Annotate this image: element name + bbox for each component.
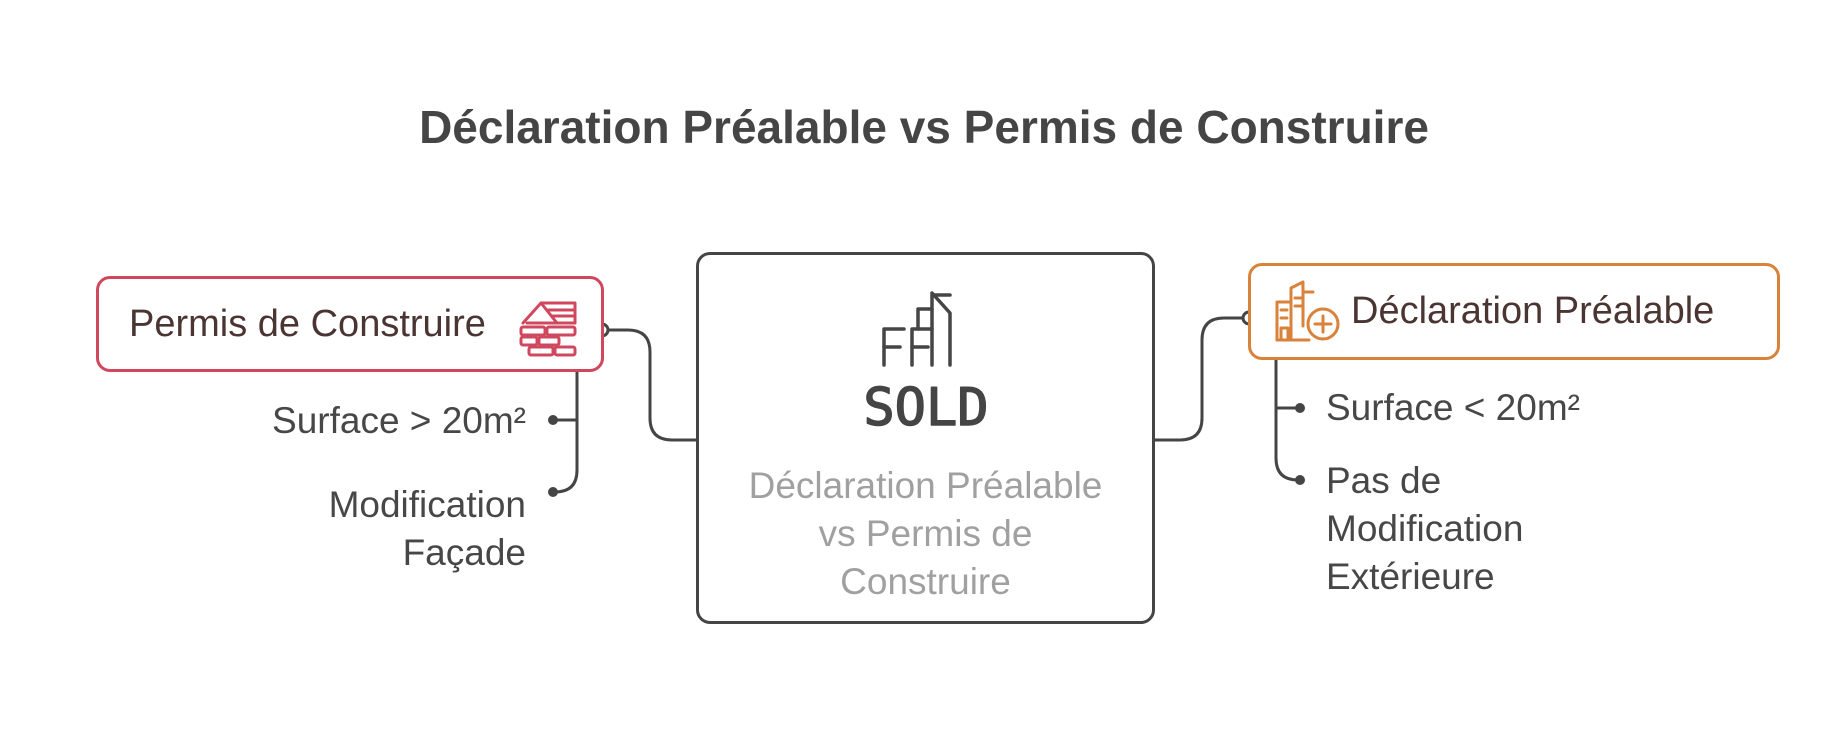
right-item-bullet	[1295, 475, 1305, 485]
left-item-surface: Surface > 20m²	[272, 400, 526, 441]
sold-building-icon: SOLD	[863, 291, 989, 435]
right-item-pas-de-modification: Pas de Modification Extérieure	[1326, 460, 1524, 597]
right-connector	[1155, 316, 1248, 442]
sold-icon-text: SOLD	[863, 378, 988, 435]
left-items-trunk	[552, 372, 579, 494]
left-item-modification-facade: Modification Façade	[328, 484, 526, 573]
permis-de-construire-box: Permis de Construire	[96, 276, 604, 372]
center-comparison-box: SOLD Déclaration Préalable vs Permis de …	[696, 252, 1155, 624]
right-items-trunk	[1274, 360, 1300, 482]
permis-de-construire-label: Permis de Construire	[129, 303, 486, 345]
left-connector	[602, 328, 696, 442]
center-comparison-text: Déclaration Préalable vs Permis de Const…	[748, 465, 1103, 602]
left-item-bullet	[548, 487, 558, 497]
right-item-bullet	[1295, 403, 1305, 413]
diagram-title: Déclaration Préalable vs Permis de Const…	[419, 101, 1429, 153]
declaration-prealable-box: Déclaration Préalable	[1248, 263, 1780, 360]
house-brick-icon	[519, 301, 577, 357]
left-item-bullet	[548, 415, 558, 425]
right-item-surface: Surface < 20m²	[1326, 387, 1580, 428]
declaration-prealable-label: Déclaration Préalable	[1351, 290, 1715, 332]
building-plus-icon	[1275, 280, 1340, 342]
